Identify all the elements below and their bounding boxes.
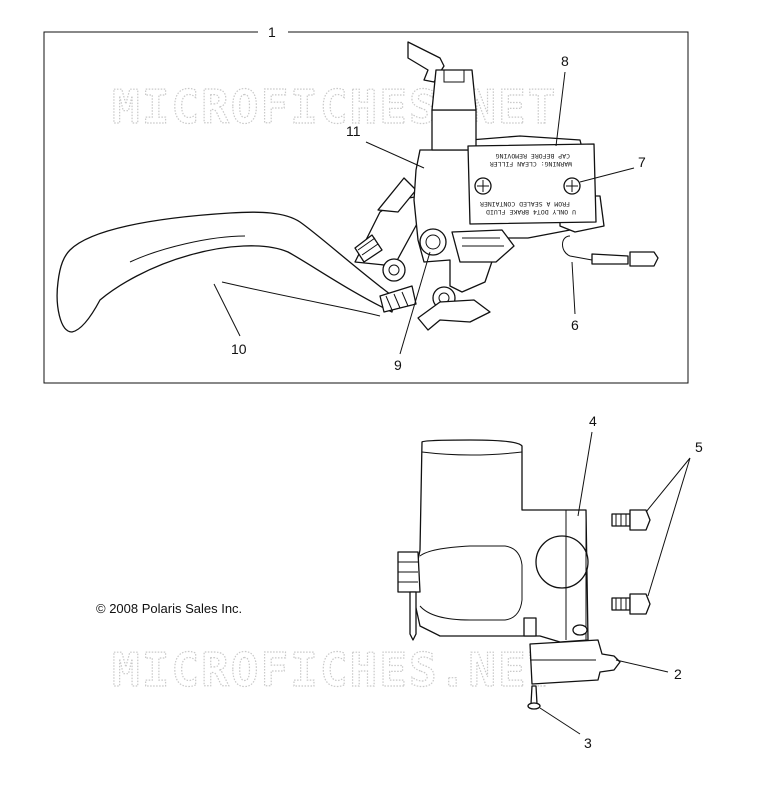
assembly-frame xyxy=(43,31,689,384)
callout-11: 11 xyxy=(346,123,361,139)
bracket xyxy=(529,639,621,685)
switch-wire xyxy=(562,235,593,261)
clamp-bolt-upper xyxy=(611,509,651,531)
lower-callouts: 4 5 2 3 xyxy=(539,413,703,751)
callout-2: 2 xyxy=(674,666,682,682)
label-line-1: U ONLY DOT4 BRAKE FLUID xyxy=(486,208,576,216)
clamp-bore xyxy=(535,535,589,589)
washer-upper xyxy=(382,258,406,282)
callout-5: 5 xyxy=(695,439,703,455)
pivot-bolt xyxy=(419,228,447,256)
callout-3: 3 xyxy=(584,735,592,751)
cylinder-housing xyxy=(411,439,589,643)
callout-7: 7 xyxy=(638,154,646,170)
reservoir-warning-label: U ONLY DOT4 BRAKE FLUID FROM A SEALED CO… xyxy=(480,152,576,216)
reservoir-cap xyxy=(467,143,597,225)
upper-callouts: 1 8 11 7 6 9 10 xyxy=(213,24,646,373)
callout-6: 6 xyxy=(571,317,579,333)
spring-upper xyxy=(354,234,383,263)
watermark-bottom: MICROFICHES.NET xyxy=(112,643,557,697)
label-line-4: CAP BEFORE REMOVING xyxy=(496,152,570,160)
clamp-bolt-lower xyxy=(611,593,651,615)
lever-adjuster xyxy=(417,299,491,331)
label-line-3: WARNING: CLEAN FILLER xyxy=(490,160,572,168)
brake-lever xyxy=(56,211,396,333)
callout-9: 9 xyxy=(394,357,402,373)
master-cylinder-assembly: U ONLY DOT4 BRAKE FLUID FROM A SEALED CO… xyxy=(56,41,659,333)
callout-4: 4 xyxy=(589,413,597,429)
bracket-screw xyxy=(530,685,538,705)
callout-8: 8 xyxy=(561,53,569,69)
callout-1: 1 xyxy=(268,24,276,40)
spring-lower xyxy=(379,285,417,313)
callout-10: 10 xyxy=(231,341,247,357)
watermark-top: MICROFICHES.NET xyxy=(112,80,557,134)
exploded-view xyxy=(397,439,651,710)
copyright-notice: © 2008 Polaris Sales Inc. xyxy=(96,601,242,616)
label-line-2: FROM A SEALED CONTAINER xyxy=(480,200,570,208)
wire-connector xyxy=(591,253,629,265)
